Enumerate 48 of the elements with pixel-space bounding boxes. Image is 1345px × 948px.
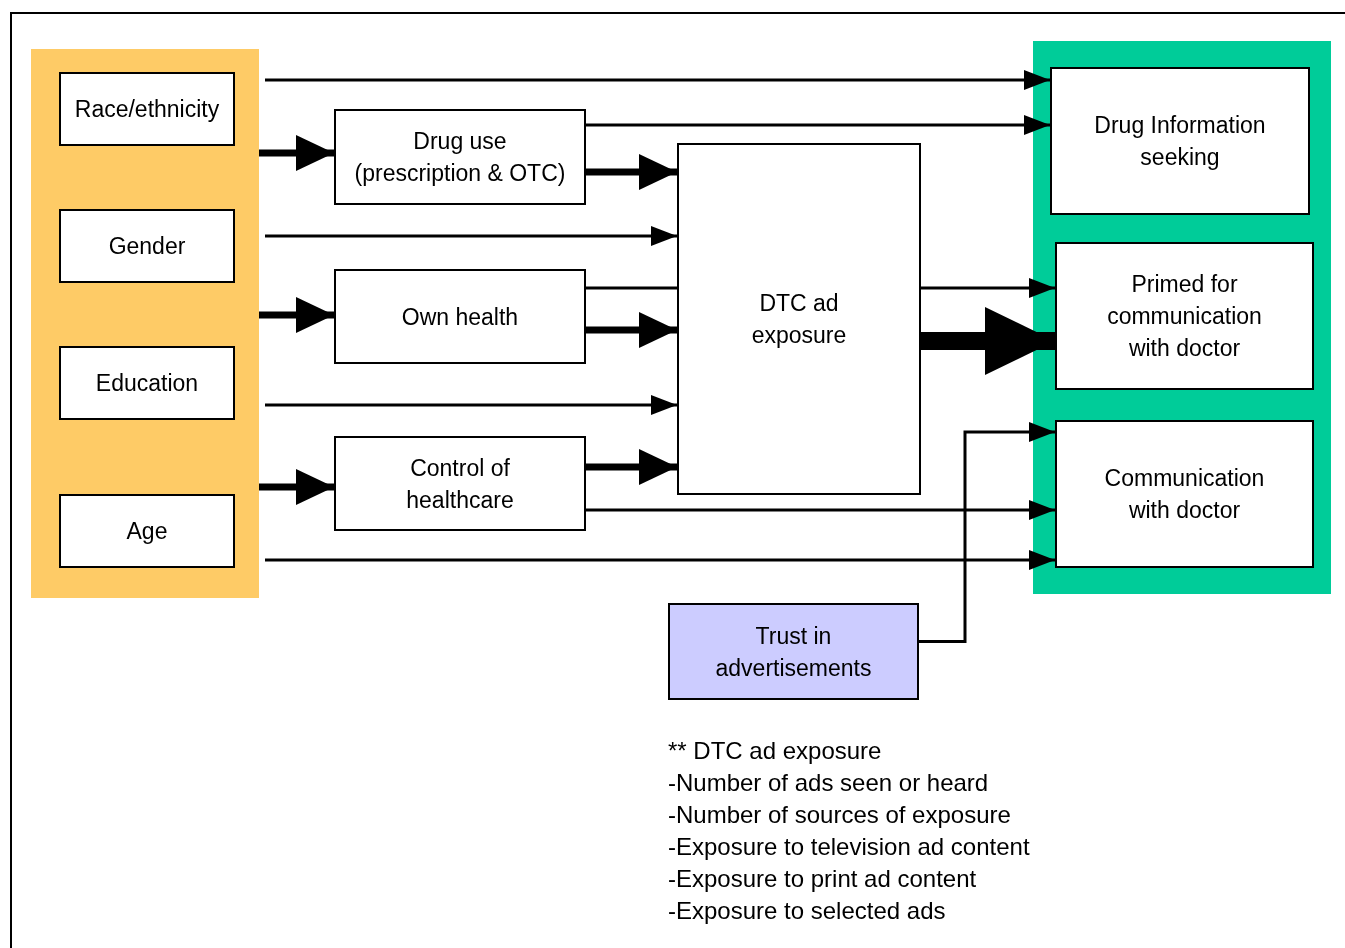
box-label: Own health <box>401 302 519 332</box>
arrow <box>586 312 677 348</box>
note-text: -Exposure to selected ads <box>668 896 947 926</box>
arrow <box>259 297 334 333</box>
process-box <box>668 603 919 700</box>
process-box <box>59 494 235 568</box>
process-box <box>59 346 235 420</box>
process-box <box>334 269 586 364</box>
group-panel <box>1033 41 1331 594</box>
box-label: Gender <box>108 232 186 261</box>
arrow <box>586 500 1055 520</box>
arrow <box>265 395 677 415</box>
process-box <box>1055 242 1314 390</box>
arrow <box>259 135 334 171</box>
arrow <box>265 550 1055 570</box>
box-label: Control of healthcare <box>405 453 515 515</box>
process-box <box>1050 67 1310 215</box>
box-label: Age <box>126 517 168 546</box>
arrow <box>921 278 1055 298</box>
box-label: Communication with doctor <box>1103 464 1266 525</box>
process-box <box>677 143 921 495</box>
group-panel <box>31 49 259 598</box>
arrow <box>921 307 1055 375</box>
arrow <box>919 422 1055 643</box>
box-label: Primed for communication with doctor <box>1106 270 1263 363</box>
note-text: -Number of sources of exposure <box>668 800 1012 830</box>
box-label: Trust in advertisements <box>714 621 873 683</box>
note-text: -Exposure to television ad content <box>668 832 1030 862</box>
note-text: -Number of ads seen or heard <box>668 768 990 798</box>
arrow <box>586 115 1050 135</box>
box-label: Drug Information seeking <box>1093 111 1267 172</box>
box-label: Education <box>95 369 199 398</box>
process-box <box>334 109 586 205</box>
box-label: Race/ethnicity <box>74 95 220 124</box>
box-label: Drug use (prescription & OTC) <box>353 127 567 188</box>
arrow <box>265 226 677 246</box>
process-box <box>1055 420 1314 568</box>
arrow <box>265 70 1050 90</box>
process-box <box>59 72 235 146</box>
connector-line <box>586 286 677 290</box>
arrow <box>586 449 677 485</box>
note-text: ** DTC ad exposure <box>668 736 883 766</box>
note-text: -Exposure to print ad content <box>668 864 978 894</box>
process-box <box>334 436 586 531</box>
arrow <box>259 469 334 505</box>
box-label: DTC ad exposure <box>750 289 848 350</box>
process-box <box>59 209 235 283</box>
arrow <box>586 154 677 190</box>
